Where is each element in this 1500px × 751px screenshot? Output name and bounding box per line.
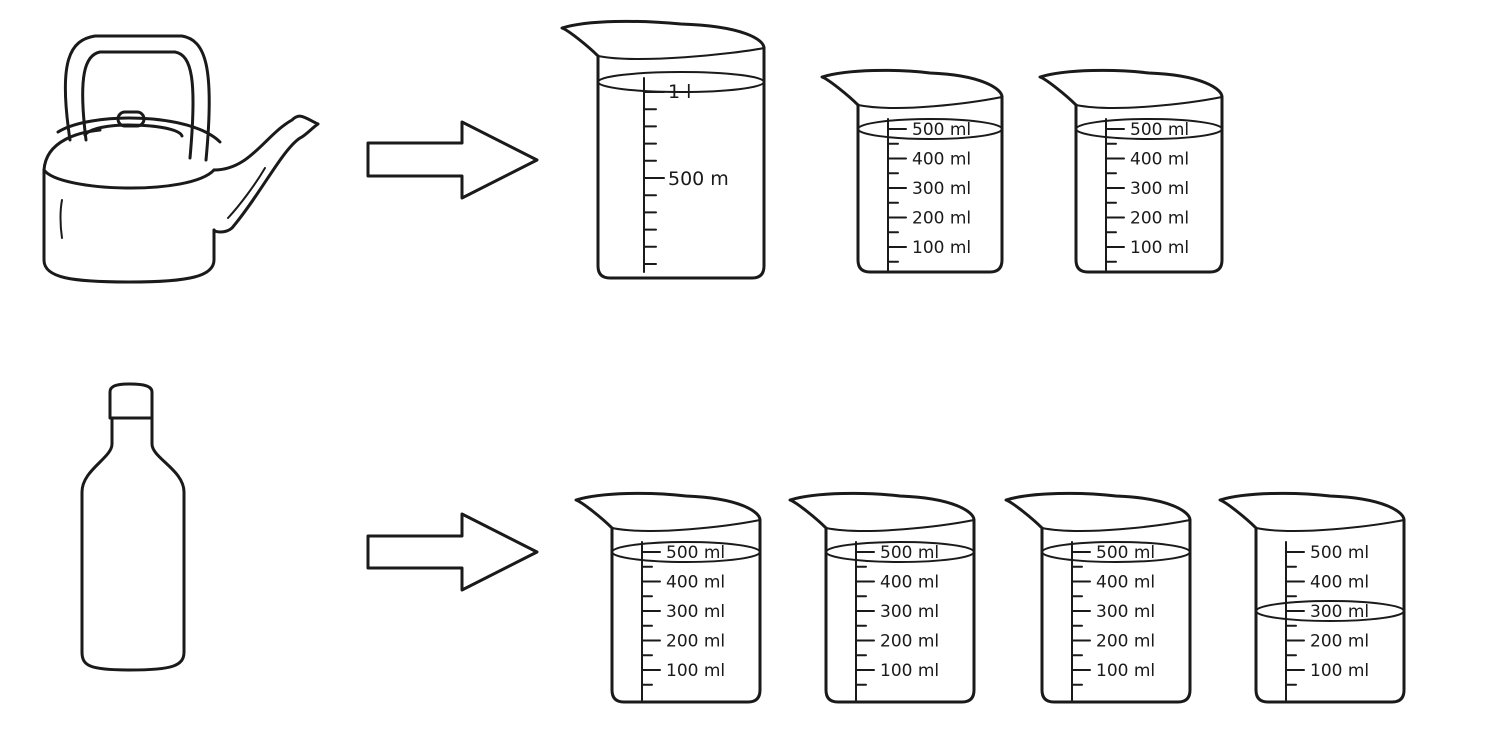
scale-label: 500 ml bbox=[1096, 543, 1155, 563]
measuring-cup: 500 ml 400 ml 300 ml 200 ml 100 ml bbox=[574, 491, 762, 704]
scale-label: 500 ml bbox=[1130, 120, 1189, 140]
scale-label: 400 ml bbox=[666, 573, 725, 593]
scale-label: 200 ml bbox=[1310, 632, 1369, 652]
scale-label: 500 ml bbox=[912, 120, 971, 140]
measuring-cup: 500 ml 400 ml 300 ml 200 ml 100 ml bbox=[1038, 68, 1224, 274]
arrow-right-icon-1 bbox=[366, 120, 539, 200]
measuring-cup: 500 ml 400 ml 300 ml 200 ml 100 ml bbox=[788, 491, 976, 704]
scale-label: 500 ml bbox=[880, 543, 939, 563]
scale-label: 500 ml bbox=[1310, 543, 1369, 563]
scale-label: 200 ml bbox=[666, 632, 725, 652]
water-level bbox=[1041, 541, 1191, 563]
measuring-cup: 500 ml 400 ml 300 ml 200 ml 100 ml bbox=[820, 68, 1004, 274]
water-level bbox=[611, 541, 761, 563]
scale-label: 200 ml bbox=[1096, 632, 1155, 652]
scale-label: 100 ml bbox=[666, 661, 725, 681]
water-level bbox=[857, 118, 1003, 140]
scale-label: 500 ml bbox=[666, 543, 725, 563]
scale-label: 300 ml bbox=[912, 179, 971, 199]
scale-label: 100 ml bbox=[912, 238, 971, 258]
scale-label: 100 ml bbox=[1310, 661, 1369, 681]
scale-label: 400 ml bbox=[912, 150, 971, 170]
measuring-cup: 500 ml 400 ml 300 ml 200 ml 100 ml bbox=[1004, 491, 1192, 704]
scale-label: 300 ml bbox=[1096, 602, 1155, 622]
scale-label: 300 ml bbox=[666, 602, 725, 622]
arrow-right-icon-2 bbox=[366, 512, 539, 592]
scale-label: 400 ml bbox=[880, 573, 939, 593]
scale-label: 300 ml bbox=[1130, 179, 1189, 199]
water-level bbox=[1075, 118, 1223, 140]
scale-label: 100 ml bbox=[1130, 238, 1189, 258]
scale-label: 400 ml bbox=[1130, 150, 1189, 170]
scale-label: 400 ml bbox=[1096, 573, 1155, 593]
kettle-icon bbox=[42, 34, 320, 284]
scale-label: 200 ml bbox=[880, 632, 939, 652]
scale-label: 300 ml bbox=[880, 602, 939, 622]
scale-label: 100 ml bbox=[1096, 661, 1155, 681]
measuring-cup: 500 ml 400 ml 300 ml 200 ml 100 ml bbox=[1218, 491, 1406, 704]
scale-label: 200 ml bbox=[912, 209, 971, 229]
scale-label: 500 m bbox=[668, 168, 729, 190]
water-level bbox=[1255, 600, 1405, 622]
scale-label: 100 ml bbox=[880, 661, 939, 681]
bottle-icon bbox=[80, 382, 186, 672]
water-level bbox=[597, 71, 765, 93]
scale-label: 200 ml bbox=[1130, 209, 1189, 229]
scale-label: 300 ml bbox=[1310, 602, 1369, 622]
water-level bbox=[825, 541, 975, 563]
scale-label: 400 ml bbox=[1310, 573, 1369, 593]
